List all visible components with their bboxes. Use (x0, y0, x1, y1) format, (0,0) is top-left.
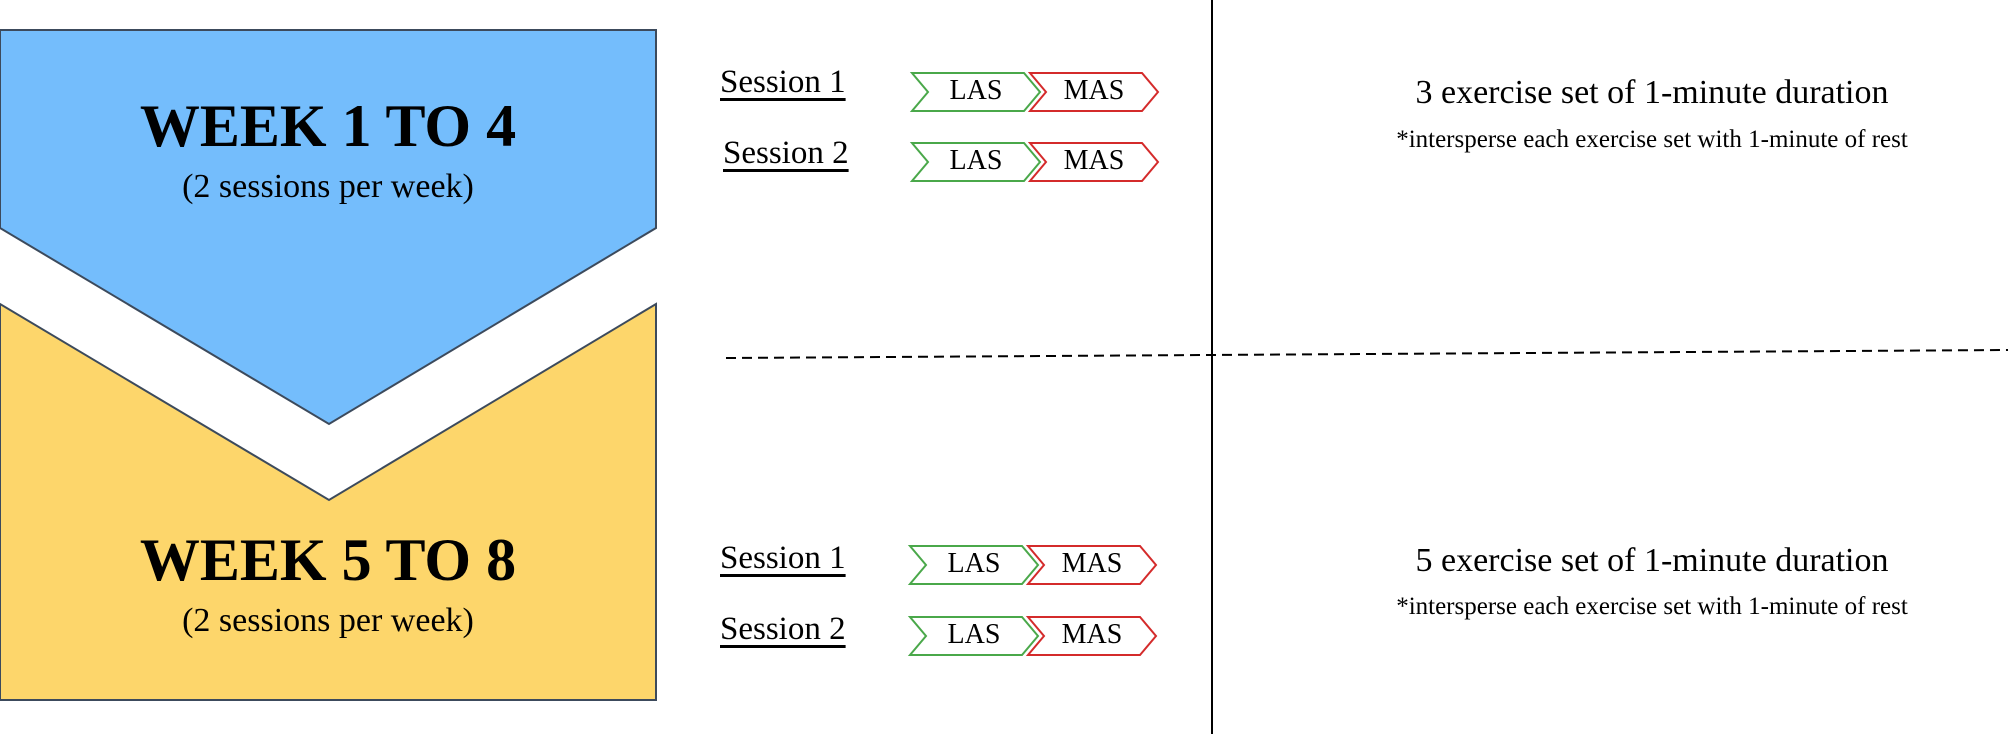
phase-2-title: WEEK 5 TO 8 (139, 527, 517, 593)
las-chevron (909, 142, 1042, 182)
session-label: Session 2 (723, 135, 849, 171)
las-label: LAS (947, 619, 1001, 650)
phase-2-duration: 5 exercise set of 1-minute duration (1415, 542, 1889, 579)
session-label: Session 1 (720, 540, 846, 576)
las-label: LAS (947, 548, 1001, 579)
phase-1-duration: 3 exercise set of 1-minute duration (1415, 74, 1889, 111)
phase-1-shape (0, 29, 657, 426)
mas-label: MAS (1061, 619, 1123, 650)
las-chevron (907, 616, 1040, 656)
phase-1-subtitle: (2 sessions per week) (182, 168, 474, 205)
las-chevron (907, 545, 1040, 585)
mas-chevron (1025, 545, 1158, 585)
mas-chevron (1027, 142, 1160, 182)
mas-label: MAS (1061, 548, 1123, 579)
horizontal-divider (725, 349, 2008, 359)
phase-2-note: *intersperse each exercise set with 1-mi… (1396, 593, 1908, 620)
phase-1-title: WEEK 1 TO 4 (139, 93, 517, 159)
phase-2-shape (0, 302, 657, 701)
phase-2-subtitle: (2 sessions per week) (182, 602, 474, 639)
session-label: Session 2 (720, 611, 846, 647)
las-chevron (909, 72, 1042, 112)
las-label: LAS (949, 75, 1003, 106)
mas-label: MAS (1063, 75, 1125, 106)
phase-1-note: *intersperse each exercise set with 1-mi… (1396, 126, 1908, 153)
session-label: Session 1 (720, 64, 846, 100)
mas-chevron (1027, 72, 1160, 112)
mas-chevron (1025, 616, 1158, 656)
mas-label: MAS (1063, 145, 1125, 176)
las-label: LAS (949, 145, 1003, 176)
